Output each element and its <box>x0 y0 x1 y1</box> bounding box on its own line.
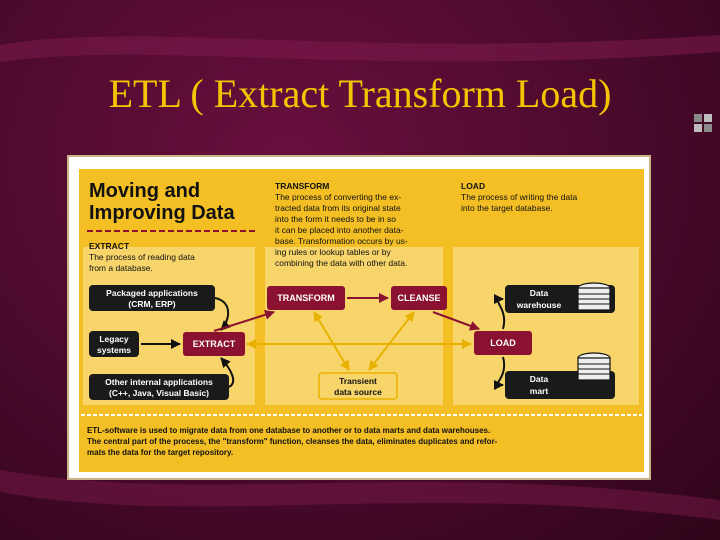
svg-text:(C++, Java, Visual Basic): (C++, Java, Visual Basic) <box>109 388 209 398</box>
node-cleanse: CLEANSE <box>391 286 447 310</box>
caption-line-2: The central part of the process, the "tr… <box>87 437 498 446</box>
svg-text:Packaged applications: Packaged applications <box>106 288 198 298</box>
load-desc-2: into the target database. <box>461 203 553 213</box>
flow-arrows <box>141 293 506 390</box>
node-load: LOAD <box>474 331 532 355</box>
source-legacy-systems: Legacy systems <box>89 331 139 357</box>
transform-desc-1: The process of converting the ex- <box>275 192 401 202</box>
caption-line-3: mats the data for the target repository. <box>87 448 233 457</box>
extract-desc-2: from a database. <box>89 263 153 273</box>
transform-desc-3: into the form it needs to be in so <box>275 214 396 224</box>
target-data-warehouse: Data warehouse <box>505 282 615 313</box>
transform-desc-7: combining the data with other data. <box>275 258 407 268</box>
target-data-mart: Data mart <box>505 352 615 399</box>
load-desc-1: The process of writing the data <box>461 192 578 202</box>
svg-text:warehouse: warehouse <box>516 300 562 310</box>
svg-text:mart: mart <box>530 386 549 396</box>
load-title: LOAD <box>461 181 485 191</box>
transform-title: TRANSFORM <box>275 181 329 191</box>
source-packaged-apps: Packaged applications (CRM, ERP) <box>89 285 215 311</box>
svg-text:CLEANSE: CLEANSE <box>397 293 440 303</box>
transform-desc-5: base. Transformation occurs by us- <box>275 236 408 246</box>
source-other-internal-apps: Other internal applications (C++, Java, … <box>89 374 229 400</box>
etl-diagram: Moving and Improving Data EXTRACT The pr… <box>79 169 644 472</box>
svg-text:Data: Data <box>530 288 549 298</box>
svg-text:EXTRACT: EXTRACT <box>193 339 236 349</box>
svg-text:(CRM, ERP): (CRM, ERP) <box>128 299 175 309</box>
svg-text:Data: Data <box>530 374 549 384</box>
etl-figure: Moving and Improving Data EXTRACT The pr… <box>67 155 651 480</box>
heading-line-2: Improving Data <box>89 202 235 224</box>
heading-line-1: Moving and <box>89 180 200 202</box>
caption-line-1: ETL-software is used to migrate data fro… <box>87 426 490 435</box>
transform-desc-4: it can be placed into another data- <box>275 225 404 235</box>
svg-text:data source: data source <box>334 387 382 397</box>
svg-text:LOAD: LOAD <box>490 338 516 348</box>
slide-title: ETL ( Extract Transform Load) <box>108 71 612 116</box>
svg-text:systems: systems <box>97 345 131 355</box>
node-extract: EXTRACT <box>183 332 245 356</box>
svg-text:TRANSFORM: TRANSFORM <box>277 293 335 303</box>
node-transform: TRANSFORM <box>267 286 345 310</box>
svg-text:Transient: Transient <box>339 376 377 386</box>
extract-title: EXTRACT <box>89 241 130 251</box>
svg-text:Other internal applications: Other internal applications <box>105 377 213 387</box>
svg-text:Legacy: Legacy <box>99 334 129 344</box>
transform-desc-2: tracted data from its original state <box>275 203 401 213</box>
node-transient-data-source: Transient data source <box>318 372 398 400</box>
extract-desc-1: The process of reading data <box>89 252 195 262</box>
transform-desc-6: ing rules or lookup tables or by <box>275 247 392 257</box>
corner-decoration <box>694 114 712 132</box>
